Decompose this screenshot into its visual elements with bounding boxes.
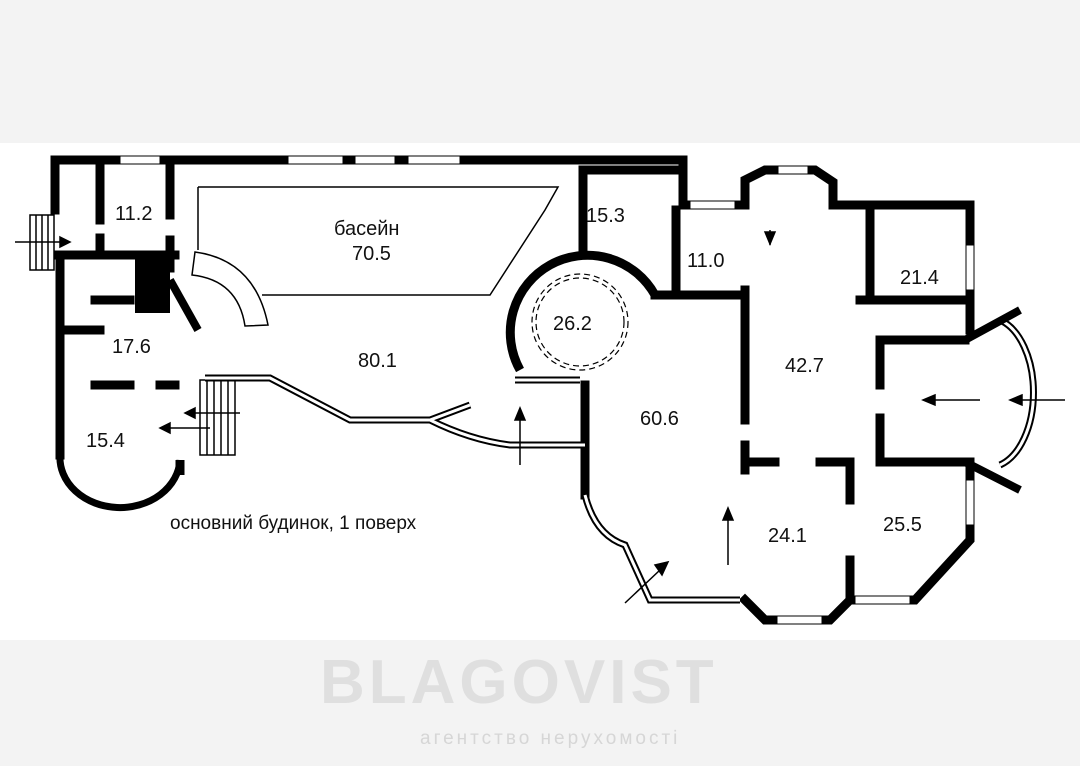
wall-diagonal	[166, 278, 202, 332]
room-label-25-5: 25.5	[883, 514, 922, 536]
bay-arc-left	[56, 454, 184, 511]
watermark-tagline: агентство нерухомості	[420, 728, 681, 749]
glass-wall	[205, 374, 585, 449]
floor-plan-walls	[15, 155, 1065, 625]
plan-caption: основний будинок, 1 поверх	[170, 513, 417, 534]
room-label-15-4: 15.4	[86, 430, 125, 452]
room-label-11-2: 11.2	[115, 203, 153, 225]
arrows	[15, 230, 1065, 604]
room-label-17-6: 17.6	[112, 336, 151, 358]
bay-arc-right	[998, 316, 1037, 469]
chimney	[135, 258, 170, 313]
room-label-60-6: 60.6	[640, 408, 679, 430]
watermark-brand: BLAGOVIST	[320, 648, 718, 717]
pool-outline	[197, 186, 560, 296]
room-label-15-3: 15.3	[586, 205, 625, 227]
pool-area: 70.5	[352, 243, 391, 265]
round-room-wall	[505, 250, 659, 373]
room-label-26-2: 26.2	[553, 313, 592, 335]
floor-plan	[0, 143, 1080, 640]
pool-label: басейн	[334, 218, 400, 240]
room-label-21-4: 21.4	[900, 267, 939, 289]
dashed-circle	[531, 273, 629, 371]
room-label-80-1: 80.1	[358, 350, 397, 372]
windows	[119, 155, 975, 625]
bottom-curve	[581, 494, 740, 604]
curved-stairs	[191, 251, 269, 327]
room-label-24-1: 24.1	[768, 525, 807, 547]
walls	[50, 155, 975, 625]
room-label-42-7: 42.7	[785, 355, 824, 377]
room-label-11-0: 11.0	[687, 250, 725, 272]
